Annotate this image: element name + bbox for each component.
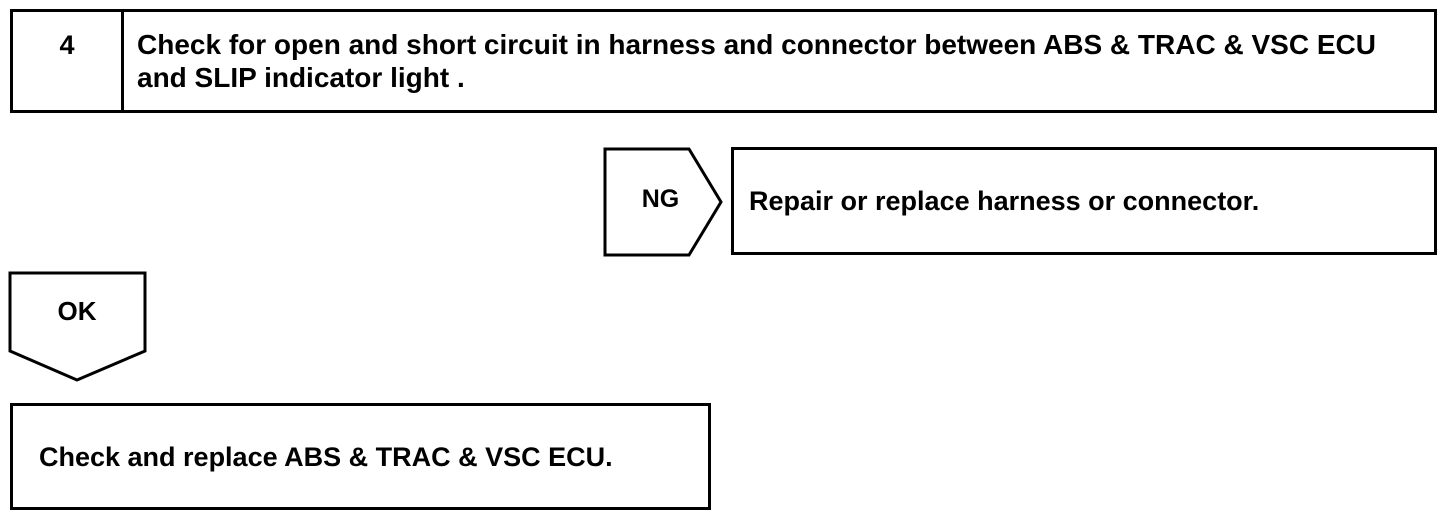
- step-title: Check for open and short circuit in harn…: [137, 29, 1376, 93]
- ok-action-box: Check and replace ABS & TRAC & VSC ECU.: [10, 403, 711, 510]
- ng-label: NG: [641, 185, 680, 213]
- ng-action-box: Repair or replace harness or connector.: [731, 147, 1437, 255]
- ng-action-text: Repair or replace harness or connector.: [749, 186, 1260, 216]
- step-number-cell: 4: [13, 12, 124, 110]
- step-number: 4: [59, 30, 75, 60]
- ok-arrow-shape: [8, 271, 147, 382]
- ok-action-text: Check and replace ABS & TRAC & VSC ECU.: [39, 442, 613, 472]
- ok-label: OK: [57, 296, 97, 326]
- ng-arrow-shape: [603, 147, 723, 257]
- step-header-box: 4 Check for open and short circuit in ha…: [10, 9, 1437, 113]
